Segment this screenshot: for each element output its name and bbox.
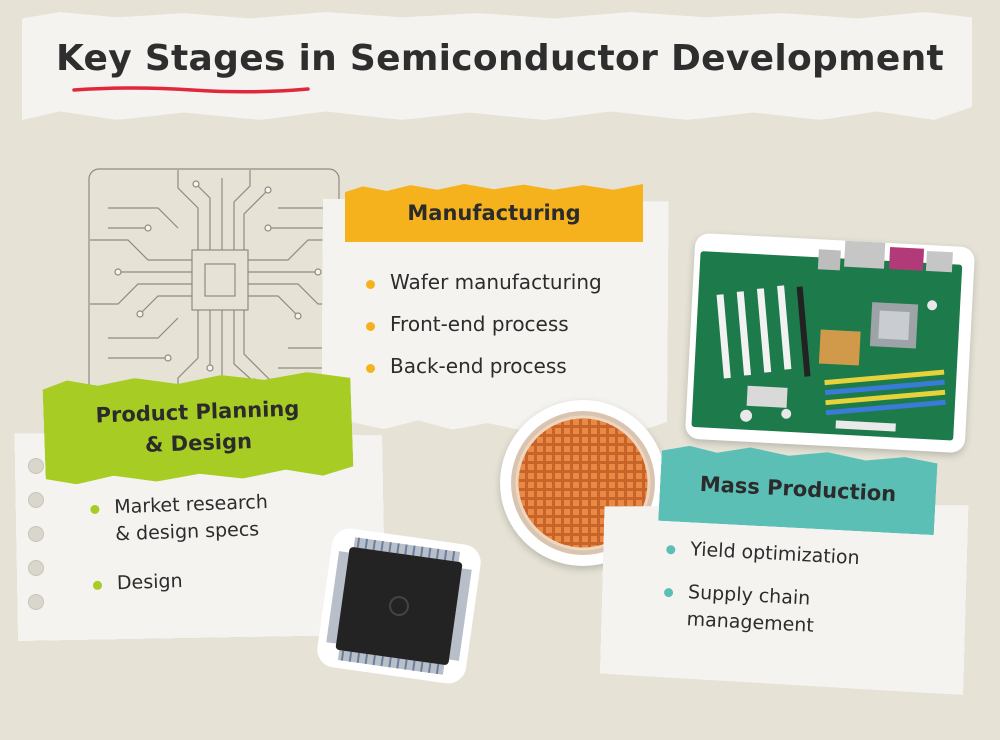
title-paper-strip: [22, 12, 972, 120]
manufacturing-list: Wafer manufacturing Front-end process Ba…: [366, 270, 602, 396]
list-item: Back-end process: [366, 354, 602, 396]
list-item: Market research & design specs: [90, 489, 269, 549]
product-planning-tag: Product Planning & Design: [42, 371, 353, 486]
bullet-dot: [366, 364, 375, 373]
list-item: Wafer manufacturing: [366, 270, 602, 312]
bullet-dot: [666, 545, 676, 555]
manufacturing-heading: Manufacturing: [407, 201, 581, 225]
list-item: Supply chain management: [662, 578, 858, 642]
notebook-holes: [28, 458, 44, 628]
mass-production-list: Yield optimization Supply chain manageme…: [661, 535, 860, 658]
motherboard-photo: [684, 232, 976, 454]
title-underline: [72, 86, 310, 94]
mass-production-heading: Mass Production: [699, 471, 897, 507]
bullet-dot: [366, 322, 375, 331]
product-planning-list: Market research & design specs Design: [90, 489, 272, 620]
list-item: Design: [92, 565, 271, 598]
bullet-dot: [90, 504, 100, 515]
bullet-dot: [92, 580, 103, 591]
manufacturing-tag: Manufacturing: [345, 184, 643, 242]
microchip-photo: [306, 524, 492, 688]
mass-production-tag: Mass Production: [658, 443, 938, 535]
bullet-dot: [366, 280, 375, 289]
page-title: Key Stages in Semiconductor Development: [55, 38, 945, 79]
bullet-dot: [663, 587, 674, 598]
list-item: Front-end process: [366, 312, 602, 354]
circuit-diagram-icon: [88, 168, 340, 396]
